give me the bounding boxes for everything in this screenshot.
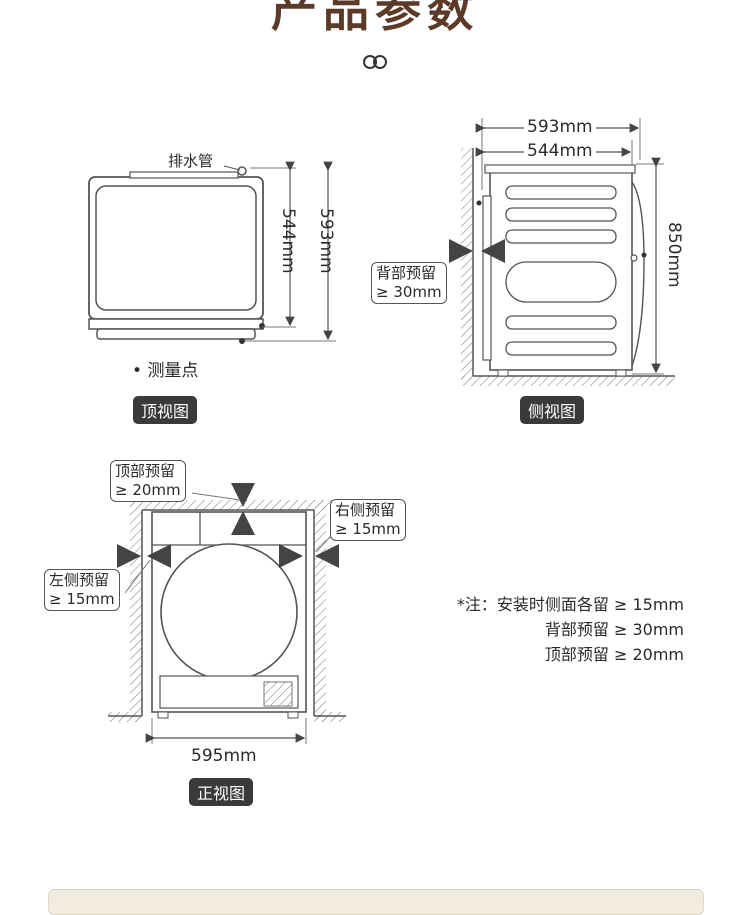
front-view-tag: 正视图 — [189, 778, 254, 806]
measure-point-label: 测量点 — [147, 361, 199, 381]
side-view-tag: 侧视图 — [520, 396, 585, 424]
back-clearance-callout: 背部预留 ≥ 30mm — [371, 262, 447, 304]
side-top-outer-dim: 593mm — [524, 117, 596, 137]
top-depth-inner-dim: 544mm — [278, 208, 298, 274]
top-view-drawing — [88, 161, 336, 344]
measure-point-legend: • 测量点 — [132, 356, 198, 381]
right-clearance-callout: 右侧预留 ≥ 15mm — [330, 499, 406, 541]
back-clearance-title: 背部预留 — [376, 264, 437, 282]
note-line-2: 背部预留 ≥ 30mm — [544, 620, 684, 639]
decorative-rings-icon — [363, 55, 387, 69]
front-view-drawing — [108, 483, 346, 744]
side-view-drawing — [449, 118, 675, 386]
note-line-1: *注：安装时侧面各留 ≥ 15mm — [456, 595, 684, 614]
measure-point-dot-icon: • — [132, 361, 143, 381]
side-height-dim: 850mm — [664, 222, 684, 288]
right-clearance-value: ≥ 15mm — [335, 520, 401, 538]
right-clearance-title: 右侧预留 — [335, 501, 396, 519]
top-clearance-title: 顶部预留 — [115, 462, 176, 480]
left-clearance-callout: 左侧预留 ≥ 15mm — [44, 569, 120, 611]
top-clearance-callout: 顶部预留 ≥ 20mm — [110, 460, 186, 502]
next-section-bar — [48, 889, 704, 915]
top-depth-outer-dim: 593mm — [316, 208, 336, 274]
side-top-inner-dim: 544mm — [524, 141, 596, 161]
left-clearance-title: 左侧预留 — [49, 571, 110, 589]
left-clearance-value: ≥ 15mm — [49, 590, 115, 608]
front-width-dim: 595mm — [191, 746, 257, 766]
page-title: 产品参数 — [271, 0, 479, 37]
top-clearance-value: ≥ 20mm — [115, 481, 181, 499]
back-clearance-value: ≥ 30mm — [376, 283, 442, 301]
note-line-3: 顶部预留 ≥ 20mm — [544, 645, 684, 664]
drain-pipe-label: 排水管 — [168, 152, 214, 170]
top-view-tag: 顶视图 — [133, 396, 198, 424]
